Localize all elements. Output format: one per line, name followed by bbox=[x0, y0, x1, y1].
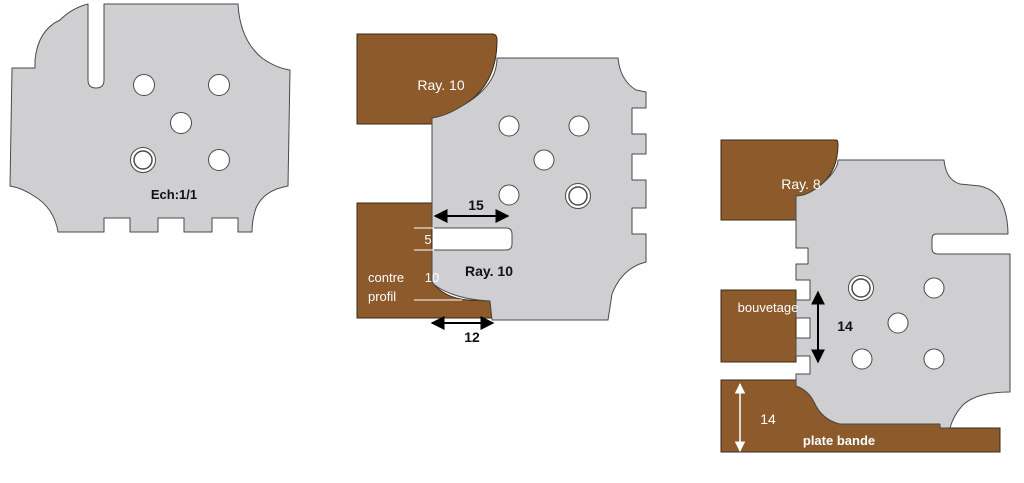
dimension-14-left-label: 14 bbox=[760, 411, 776, 427]
cutter-3-hole bbox=[923, 348, 945, 370]
cutter-1-hole bbox=[170, 112, 192, 134]
cutter-3-hole bbox=[887, 312, 909, 334]
cutter-1: Ech:1/1 bbox=[9, 3, 291, 233]
cutter-1-hole bbox=[208, 74, 230, 96]
ray-bottom-label: Ray. 10 bbox=[465, 263, 513, 279]
cutter-1-plate bbox=[9, 3, 291, 233]
cutter-2-hole bbox=[498, 184, 520, 206]
cutter-2-hole-ring bbox=[568, 186, 588, 206]
dimension-14-vertical-label: 14 bbox=[837, 318, 853, 334]
cutter-1-hole bbox=[208, 149, 230, 171]
ray-top-label: Ray. 10 bbox=[417, 77, 464, 93]
cutter-3-plate bbox=[795, 159, 1011, 429]
dimension-5-label: 5 bbox=[424, 232, 431, 247]
cutter-2: Ray. 10 15 5 10 contre profil Ray. 10 12 bbox=[356, 33, 647, 345]
cutter-2-hole bbox=[498, 115, 520, 137]
cutter-3: Ray. 8 bouvetage 14 14 plate bande bbox=[720, 139, 1011, 453]
profil-label: profil bbox=[368, 289, 396, 304]
dimension-10-label: 10 bbox=[425, 270, 439, 285]
cutter-2-hole bbox=[533, 149, 555, 171]
contre-label: contre bbox=[368, 270, 404, 285]
dimension-12-label: 12 bbox=[464, 329, 480, 345]
cutter-1-hole bbox=[133, 74, 155, 96]
dimension-15-label: 15 bbox=[468, 197, 484, 213]
scale-label: Ech:1/1 bbox=[151, 187, 197, 202]
ray-8-label: Ray. 8 bbox=[781, 176, 821, 192]
bouvetage-label: bouvetage bbox=[738, 300, 799, 315]
cutter-3-hole bbox=[923, 277, 945, 299]
cutter-2-hole bbox=[568, 115, 590, 137]
cutter-1-hole-ring bbox=[133, 150, 153, 170]
cutter-3-hole bbox=[851, 348, 873, 370]
cutter-2-plate bbox=[431, 57, 647, 321]
plate-bande-label: plate bande bbox=[803, 433, 875, 448]
cutter-3-hole-ring bbox=[851, 278, 871, 298]
